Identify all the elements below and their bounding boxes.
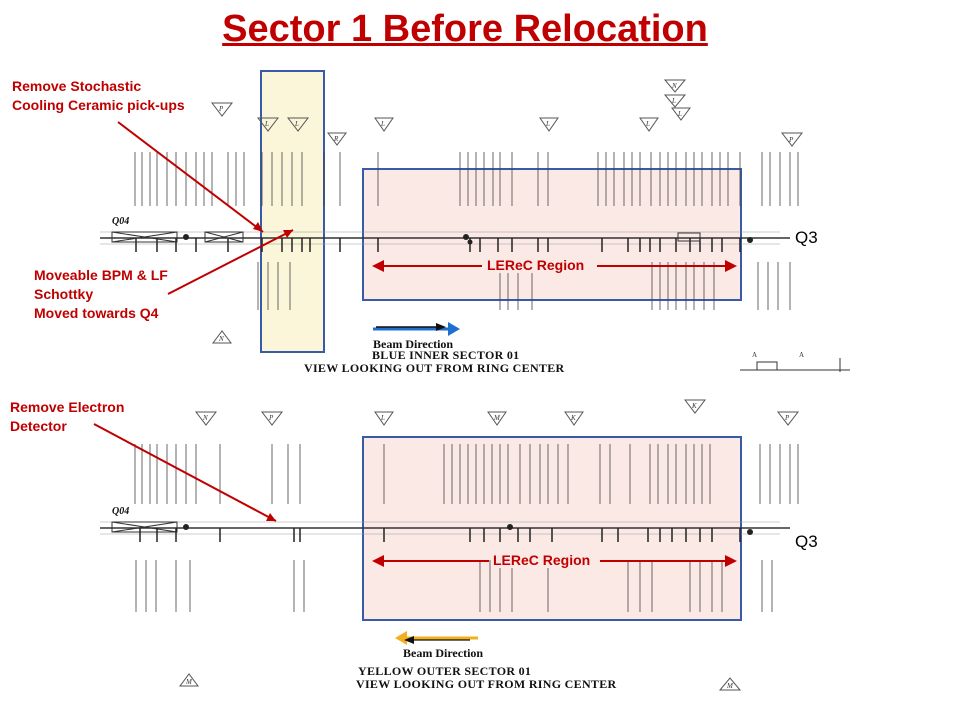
svg-text:L: L: [380, 120, 385, 128]
annotation-electron-line2: Detector: [10, 418, 67, 434]
svg-text:L: L: [545, 120, 550, 128]
svg-text:M: M: [726, 682, 734, 690]
svg-text:P: P: [788, 136, 794, 144]
svg-text:N: N: [218, 335, 224, 343]
beam-direction-top: Beam Direction: [373, 337, 454, 351]
yellow-caption-line2: VIEW LOOKING OUT FROM RING CENTER: [356, 677, 617, 691]
blue-caption-line2: VIEW LOOKING OUT FROM RING CENTER: [304, 361, 565, 375]
svg-text:P: P: [784, 414, 790, 422]
stochastic-pointer: [117, 121, 264, 233]
annotation-electron: Remove Electron Detector: [10, 398, 124, 436]
svg-text:P: P: [268, 414, 274, 422]
svg-text:L: L: [677, 110, 682, 118]
lerec-region-label-top: LEReC Region: [485, 257, 587, 273]
blue-caption-line1: BLUE INNER SECTOR 01: [372, 348, 520, 362]
svg-text:P: P: [218, 105, 224, 113]
q3-label-top: Q3: [795, 228, 818, 247]
svg-text:K: K: [691, 402, 697, 410]
lerec-region-box-top: [362, 168, 742, 301]
svg-text:L: L: [264, 120, 269, 128]
slide-title: Sector 1 Before Relocation: [222, 8, 708, 50]
svg-text:A: A: [752, 351, 757, 359]
svg-text:N: N: [202, 414, 208, 422]
q04-label-bottom: Q04: [112, 506, 130, 517]
q3-label-bottom: Q3: [795, 532, 818, 551]
svg-text:R: R: [333, 135, 339, 143]
annotation-bpm-line1: Moveable BPM & LF: [34, 267, 168, 283]
beam-direction-bottom: Beam Direction: [403, 646, 484, 660]
svg-text:L: L: [380, 414, 385, 422]
yellow-caption-line1: YELLOW OUTER SECTOR 01: [358, 664, 532, 678]
electron-detector-pointer: [93, 423, 277, 522]
annotation-bpm-line2: Schottky: [34, 286, 94, 302]
svg-text:L: L: [294, 120, 299, 128]
annotation-bpm: Moveable BPM & LF Schottky Moved towards…: [34, 266, 168, 323]
svg-text:A: A: [799, 351, 804, 359]
annotation-electron-line1: Remove Electron: [10, 399, 125, 415]
svg-text:M: M: [493, 414, 501, 422]
annotation-stochastic: Remove Stochastic Cooling Ceramic pick-u…: [12, 77, 185, 115]
annotation-stochastic-line2: Cooling Ceramic pick-ups: [12, 97, 185, 113]
bpm-pointer: [167, 229, 294, 295]
relocation-highlight-box: [260, 70, 325, 353]
svg-text:L: L: [671, 97, 676, 105]
svg-text:L: L: [645, 120, 650, 128]
svg-text:N: N: [671, 82, 677, 90]
lerec-region-label-bottom: LEReC Region: [491, 552, 593, 568]
svg-text:K: K: [570, 414, 576, 422]
annotation-bpm-line3: Moved towards Q4: [34, 305, 159, 321]
svg-text:M: M: [185, 678, 193, 686]
annotation-stochastic-line1: Remove Stochastic: [12, 78, 142, 94]
q04-label-top: Q04: [112, 216, 130, 227]
